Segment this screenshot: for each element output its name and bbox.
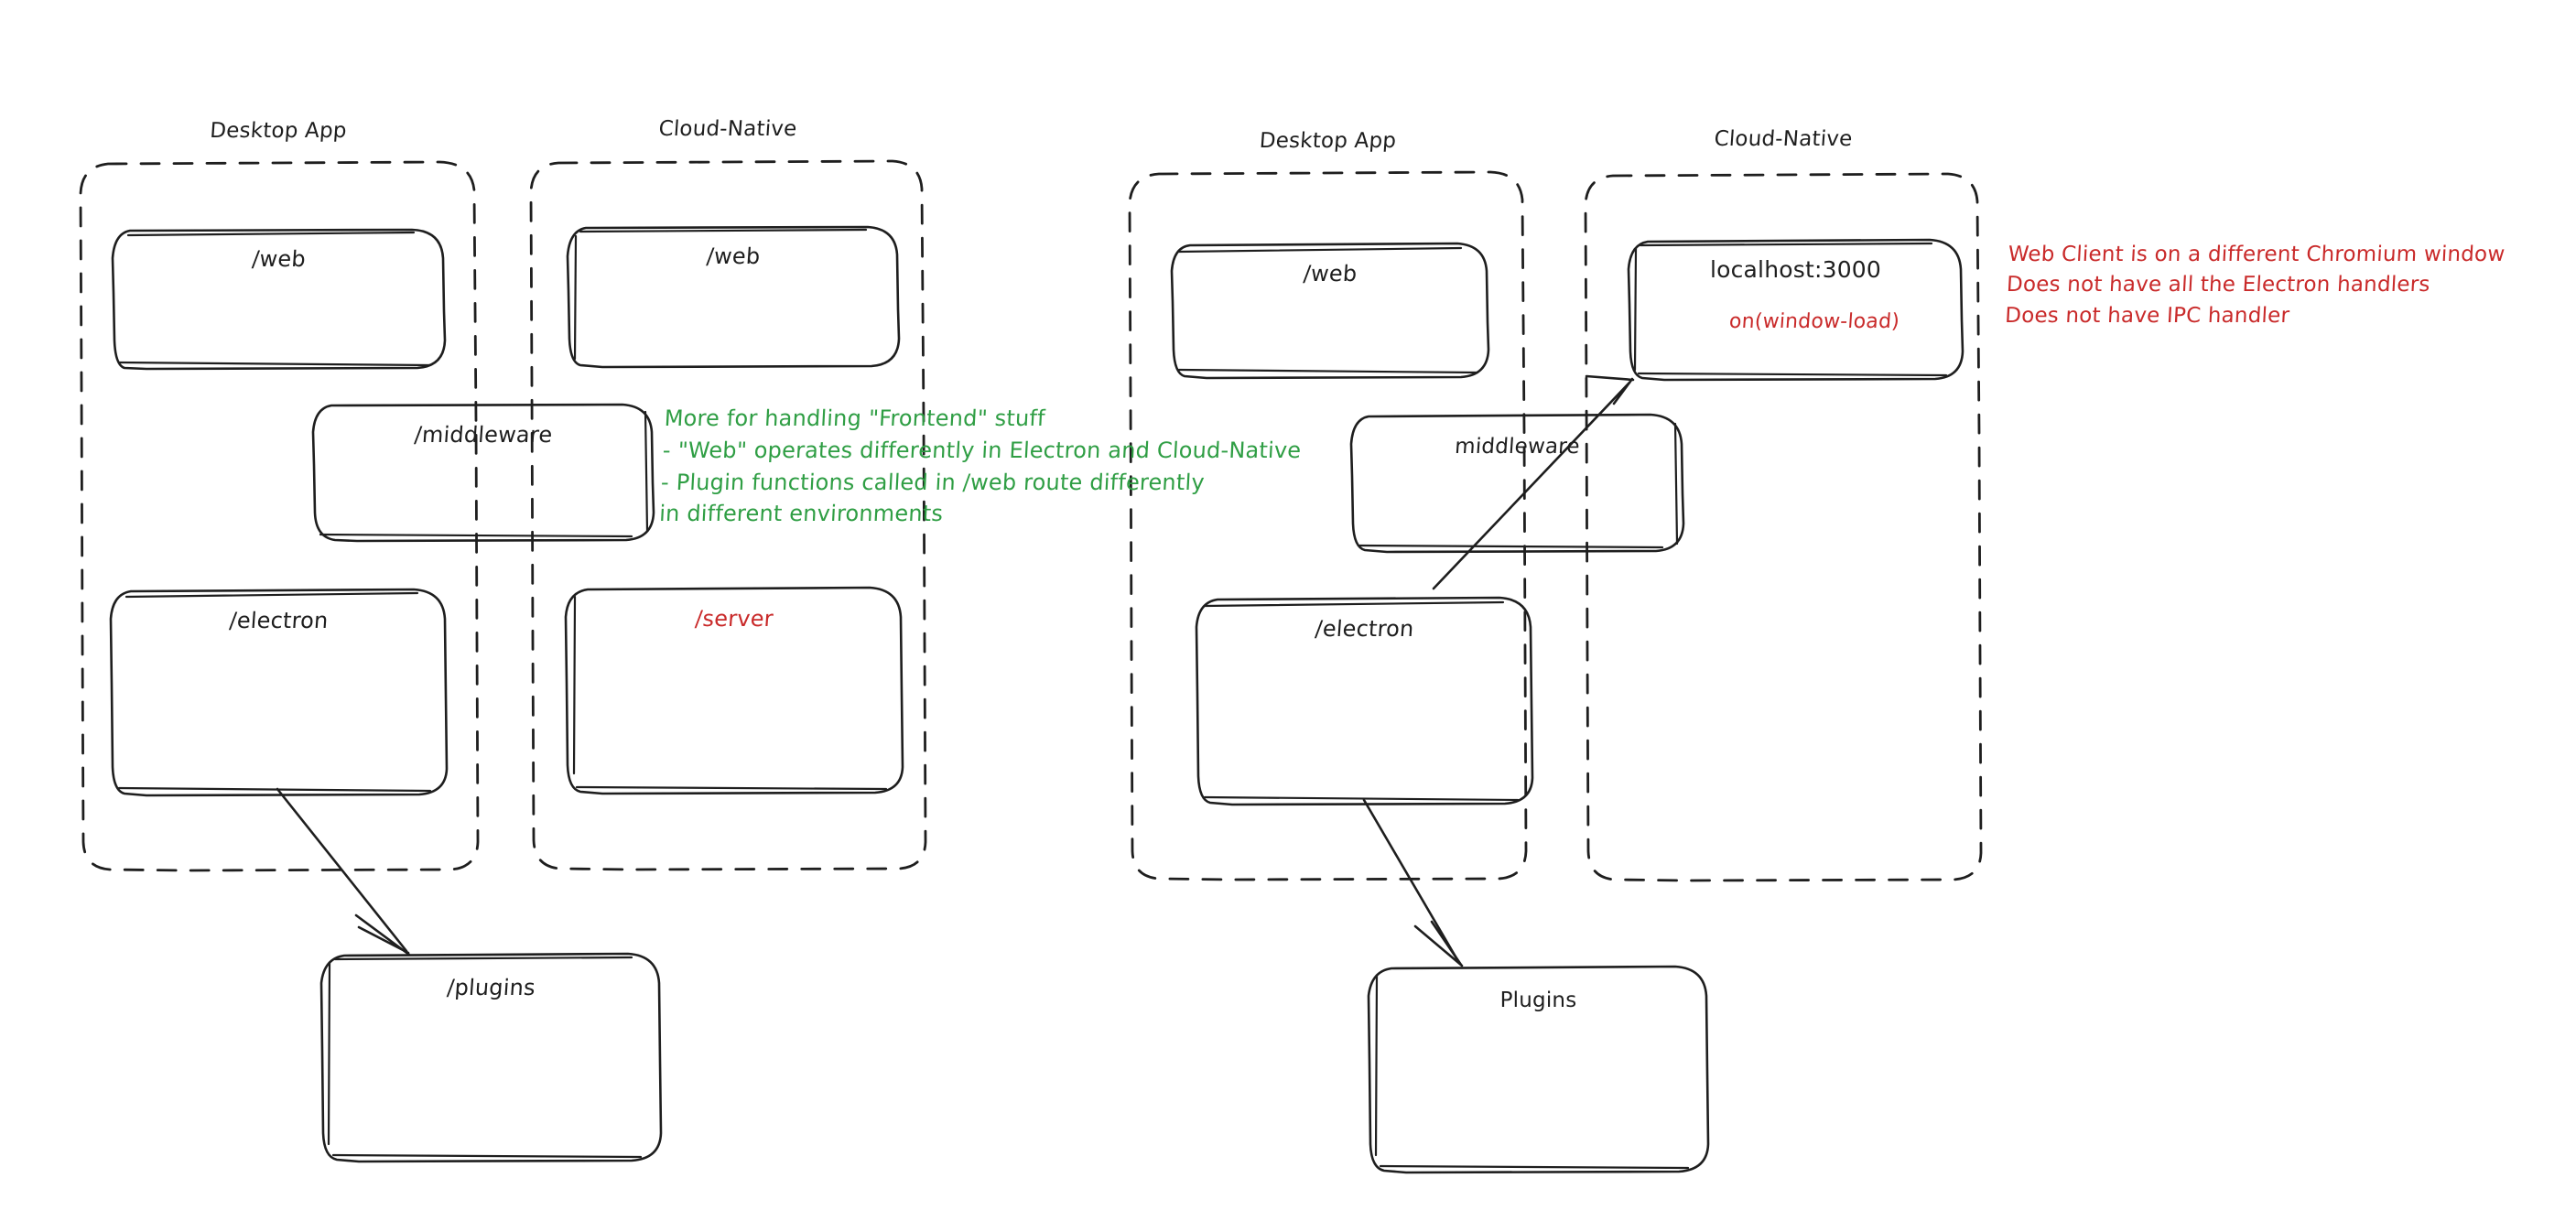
left-electron-to-plugins-arrow [276, 787, 411, 956]
right-electron-label: /electron [1314, 616, 1415, 642]
right-desktop-web-box[interactable] [1170, 242, 1490, 380]
right-localhost-label: localhost:3000 [1709, 256, 1882, 283]
right-plugins-label: Plugins [1499, 989, 1577, 1012]
web-client-note: Web Client is on a different Chromium wi… [2004, 243, 2506, 328]
right-middleware-box[interactable] [1349, 413, 1685, 554]
frontend-note: More for handling "Frontend" stuff - "We… [658, 405, 1303, 527]
right-middleware-label: middleware [1454, 435, 1581, 459]
left-desktop-app-group [79, 160, 480, 872]
right-localhost-box[interactable] [1627, 238, 1964, 382]
right-desktop-app-label: Desktop App [1258, 129, 1398, 153]
left-electron-label: /electron [228, 608, 330, 633]
right-electron-box[interactable] [1195, 596, 1534, 806]
left-desktop-web-label: /web [251, 246, 307, 272]
right-localhost-sublabel: on(window-load) [1728, 310, 1900, 333]
left-middleware-box[interactable] [311, 403, 655, 543]
left-middleware-label: /middleware [413, 422, 554, 448]
right-desktop-web-label: /web [1302, 261, 1358, 286]
left-desktop-app-label: Desktop App [209, 119, 348, 143]
left-plugins-label: /plugins [446, 975, 536, 1000]
left-server-box[interactable] [564, 586, 904, 795]
left-cloud-web-label: /web [705, 243, 762, 269]
right-electron-to-plugins-arrow [1362, 798, 1464, 967]
left-cloud-native-group [529, 159, 927, 871]
left-cloud-native-label: Cloud-Native [657, 117, 798, 141]
right-cloud-native-group [1584, 172, 1983, 882]
right-plugins-box[interactable] [1367, 965, 1710, 1174]
right-cloud-native-label: Cloud-Native [1713, 127, 1854, 151]
left-server-label: /server [694, 606, 774, 632]
left-desktop-web-box[interactable] [111, 228, 447, 371]
right-electron-to-localhost-arrow [1432, 374, 1635, 590]
right-desktop-app-group [1128, 170, 1528, 881]
left-plugins-box[interactable] [319, 952, 663, 1163]
left-cloud-web-box[interactable] [566, 225, 901, 369]
